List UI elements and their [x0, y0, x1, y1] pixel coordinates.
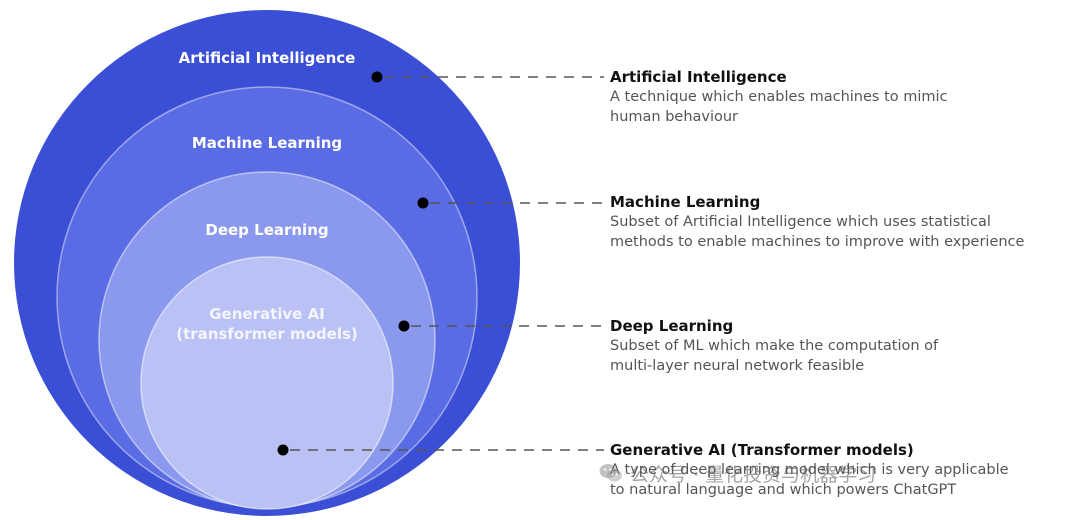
gen-ai-description-line2: to natural language and which powers Cha…: [610, 482, 957, 498]
dl-description-line2: multi-layer neural network feasible: [610, 358, 865, 374]
watermark-text: 公众号 · 量化投资与机器学习: [630, 463, 877, 486]
ai-description-line2: human behaviour: [610, 109, 739, 125]
ml-circle-label: Machine Learning: [191, 134, 343, 152]
ml-description: Machine Learning Subset of Artificial In…: [610, 192, 1075, 252]
ml-description-title: Machine Learning: [610, 193, 761, 211]
dl-circle-label: Deep Learning: [205, 221, 329, 239]
gen-ai-circle: [140, 256, 394, 510]
dl-description-title: Deep Learning: [610, 317, 734, 335]
ml-description-line2: methods to enable machines to improve wi…: [610, 234, 1025, 250]
ai-description-title: Artificial Intelligence: [610, 68, 787, 86]
dl-description-line1: Subset of ML which make the computation …: [610, 338, 939, 354]
watermark: 公众号 · 量化投资与机器学习: [598, 458, 876, 488]
dl-description: Deep Learning Subset of ML which make th…: [610, 316, 1075, 376]
ai-description: Artificial Intelligence A technique whic…: [610, 67, 1075, 127]
wechat-icon: [599, 464, 622, 482]
gen-ai-description-line1: A type of deep learning model which is v…: [610, 462, 1009, 478]
dot-gen: [277, 444, 289, 456]
ai-description-line1: A technique which enables machines to mi…: [610, 89, 948, 105]
ml-description-line1: Subset of Artificial Intelligence which …: [610, 214, 991, 230]
ai-circle-label: Artificial Intelligence: [178, 49, 356, 67]
gen-ai-label-line1: Generative AI: [209, 305, 325, 323]
gen-ai-description: Generative AI (Transformer models) A typ…: [610, 440, 1075, 500]
dot-ai: [371, 71, 383, 83]
gen-ai-description-title: Generative AI (Transformer models): [610, 441, 914, 459]
dot-ml: [417, 197, 429, 209]
gen-ai-circle-label: Generative AI (transformer models): [176, 304, 358, 344]
gen-ai-label-line2: (transformer models): [176, 325, 358, 343]
dot-dl: [398, 320, 410, 332]
